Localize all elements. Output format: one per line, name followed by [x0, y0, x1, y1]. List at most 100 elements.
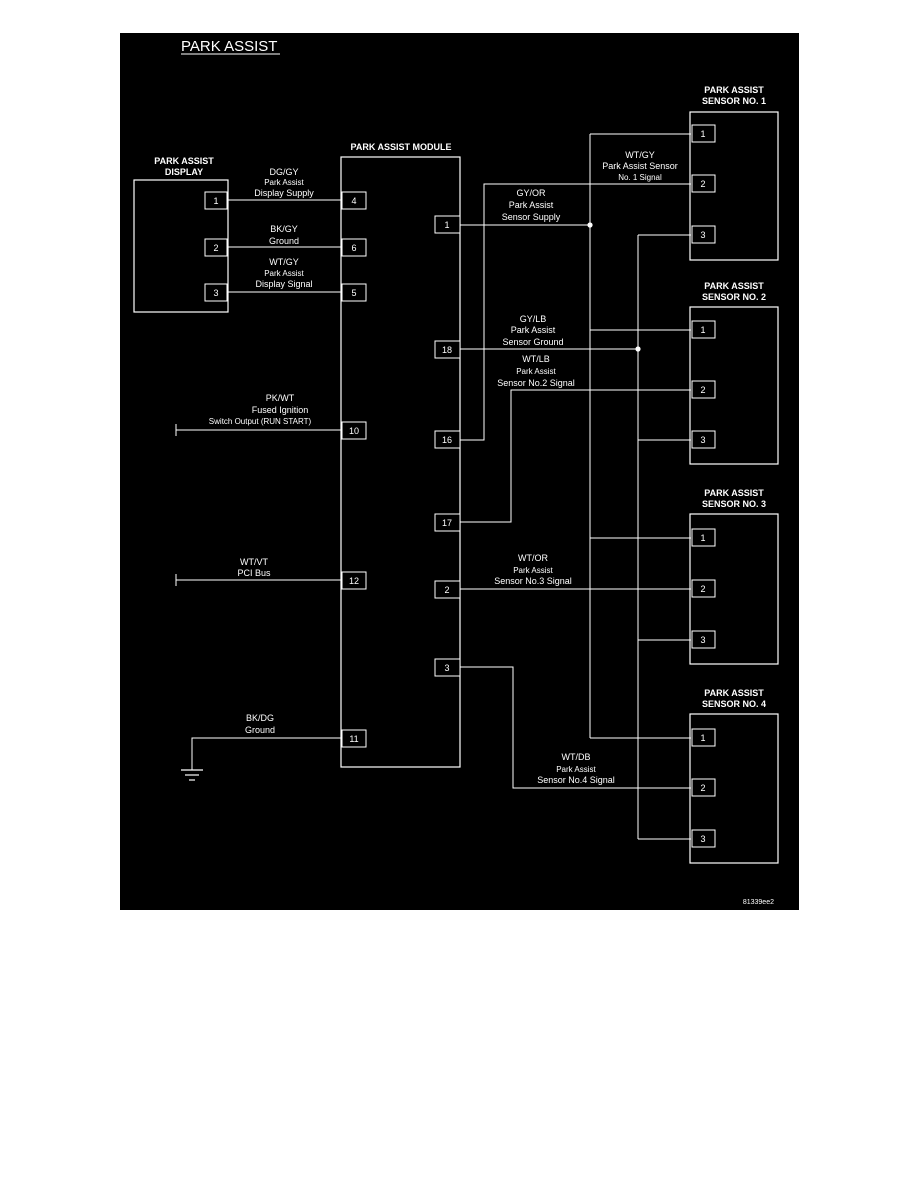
wires — [175, 133, 691, 840]
sensor-pin-box — [691, 320, 716, 339]
sensor-label-line2: SENSOR NO. 2 — [702, 292, 766, 302]
splice-dot-ground — [635, 346, 641, 352]
wire-description: Park Assist — [511, 325, 556, 335]
sensor-pin-box — [691, 380, 716, 399]
module-pin-box — [434, 580, 461, 599]
park-assist-display: PARK ASSIST DISPLAY 1 2 3 — [133, 156, 229, 313]
wire-description: Sensor No.2 Signal — [497, 378, 575, 388]
wire-description: Park Assist — [264, 269, 304, 278]
wire-description: Park Assist — [513, 566, 553, 575]
module-pin: 1 — [444, 220, 449, 230]
module-pin-box — [341, 421, 367, 440]
module-pin-box — [434, 513, 461, 532]
sensor-pin: 2 — [700, 584, 705, 594]
wire-color-code: WT/OR — [518, 553, 548, 563]
sensor-pin: 3 — [700, 635, 705, 645]
wiring-diagram-panel: PARK ASSIST — [120, 33, 799, 910]
module-pin: 12 — [349, 576, 359, 586]
wire-description: Ground — [245, 725, 275, 735]
module-pin-box — [434, 215, 461, 234]
sensor-2: PARK ASSIST SENSOR NO. 2 1 2 3 — [689, 281, 779, 465]
module-pin: 6 — [351, 243, 356, 253]
wire-color-code: WT/GY — [269, 257, 299, 267]
display-pin: 2 — [213, 243, 218, 253]
wire-color-code: WT/GY — [625, 150, 655, 160]
sensor-box — [689, 713, 779, 864]
sensor-box — [689, 513, 779, 665]
module-pin-box — [341, 283, 367, 302]
wire-sensor2-signal — [460, 389, 691, 523]
sensor-pin-box — [691, 430, 716, 449]
wire-description: Fused Ignition — [252, 405, 309, 415]
wire-color-code: PK/WT — [266, 393, 295, 403]
sensor-pin: 3 — [700, 435, 705, 445]
sensor-1: PARK ASSIST SENSOR NO. 1 1 2 3 — [689, 85, 779, 261]
wire-description: No. 1 Signal — [618, 173, 662, 182]
wire-description: Switch Output (RUN START) — [209, 417, 312, 426]
wire-sensor1-signal — [460, 183, 691, 441]
wire-color-code: WT/VT — [240, 557, 268, 567]
sensor-pin-box — [691, 829, 716, 848]
module-pin: 4 — [351, 196, 356, 206]
module-pin-box — [341, 729, 367, 748]
module-pin-box — [341, 571, 367, 590]
wire-description: Ground — [269, 236, 299, 246]
wire-color-code: WT/LB — [522, 354, 550, 364]
module-label: PARK ASSIST MODULE — [350, 142, 451, 152]
wire-description: Park Assist — [556, 765, 596, 774]
module-pin: 3 — [444, 663, 449, 673]
sensor-pin-box — [691, 225, 716, 244]
wiring-diagram: PARK ASSIST — [133, 38, 779, 906]
wire-description: Park Assist — [264, 178, 304, 187]
sensor-pin-box — [691, 728, 716, 747]
display-label-line2: DISPLAY — [165, 167, 203, 177]
sensor-pin: 2 — [700, 783, 705, 793]
sensor-pin: 3 — [700, 834, 705, 844]
sensor-label-line1: PARK ASSIST — [704, 688, 764, 698]
sensor-pin: 1 — [700, 129, 705, 139]
module-pin-box — [341, 238, 367, 257]
sensor-pin: 1 — [700, 533, 705, 543]
display-label-line1: PARK ASSIST — [154, 156, 214, 166]
wire-color-code: GY/LB — [520, 314, 547, 324]
wire-description: Sensor Supply — [502, 212, 561, 222]
display-pin-box — [204, 238, 228, 257]
ground-symbol-icon — [181, 769, 203, 781]
wire-description: Park Assist — [509, 200, 554, 210]
sensor-pin-box — [691, 174, 716, 193]
sensor-label-line2: SENSOR NO. 3 — [702, 499, 766, 509]
wire-description: PCI Bus — [237, 568, 271, 578]
wire-description: Sensor No.4 Signal — [537, 775, 615, 785]
sensor-pin: 2 — [700, 179, 705, 189]
module-pin: 11 — [349, 734, 358, 744]
module-box — [340, 156, 461, 768]
splice-dot-supply — [587, 222, 593, 228]
module-pin-box — [434, 658, 461, 677]
sensor-label-line2: SENSOR NO. 1 — [702, 96, 766, 106]
wire-description: Display Supply — [254, 188, 314, 198]
sensor-3: PARK ASSIST SENSOR NO. 3 1 2 3 — [689, 488, 779, 665]
sensor-pin-box — [691, 778, 716, 797]
module-pin: 16 — [442, 435, 452, 445]
park-assist-module: PARK ASSIST MODULE 4 6 5 10 12 11 1 18 1… — [340, 142, 461, 768]
sensor-label-line1: PARK ASSIST — [704, 281, 764, 291]
diagram-title: PARK ASSIST — [181, 38, 277, 55]
sensor-pin: 2 — [700, 385, 705, 395]
module-pin: 17 — [442, 518, 452, 528]
module-pin-box — [341, 191, 367, 210]
wire-description: Sensor No.3 Signal — [494, 576, 572, 586]
sensor-box — [689, 306, 779, 465]
wire-color-code: DG/GY — [269, 167, 298, 177]
wire-sensor4-signal — [460, 666, 691, 789]
wire-labels: DG/GY Park Assist Display Supply BK/GY G… — [209, 150, 678, 785]
sensor-label-line1: PARK ASSIST — [704, 488, 764, 498]
module-pin: 5 — [351, 288, 356, 298]
display-pin-box — [204, 191, 228, 210]
figure-code: 81339ee2 — [743, 899, 774, 906]
wire-color-code: BK/GY — [270, 224, 298, 234]
wire-module-ground — [191, 737, 342, 770]
wire-color-code: GY/OR — [516, 188, 546, 198]
display-box — [133, 179, 229, 313]
sensor-pin-box — [691, 579, 716, 598]
sensor-label-line2: SENSOR NO. 4 — [702, 699, 766, 709]
